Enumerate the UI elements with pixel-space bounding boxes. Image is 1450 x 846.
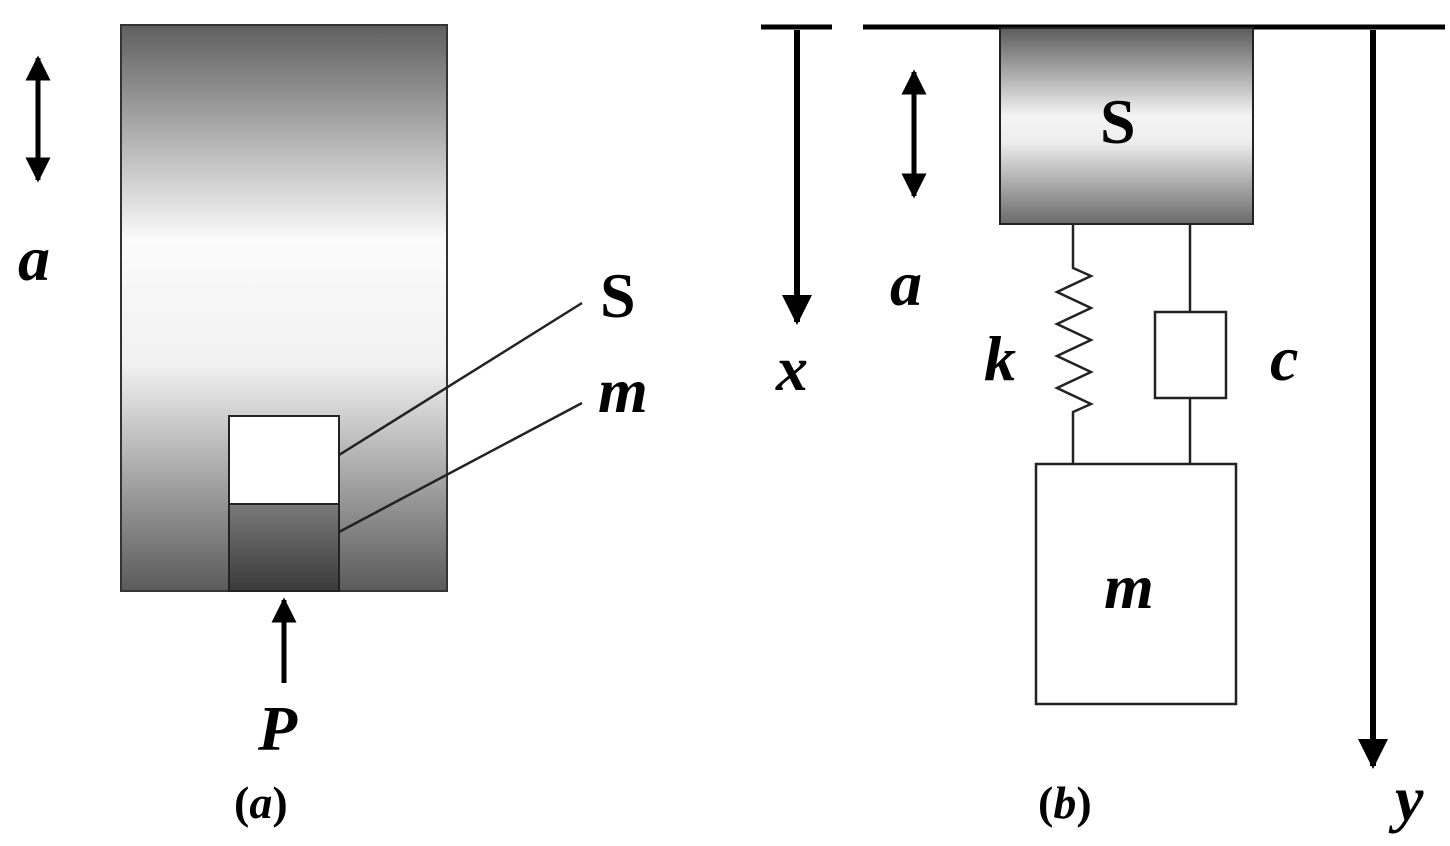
panel-a: a S m P (a) — [18, 24, 648, 828]
damper-label: c — [1270, 323, 1298, 394]
base-sensor-block — [999, 27, 1254, 225]
sensor-leader-line — [338, 301, 583, 457]
sensor-label-a: S — [600, 260, 636, 331]
mass-label-b: m — [1104, 551, 1154, 622]
acceleration-label-b: a — [890, 248, 922, 319]
caption-a: (a) — [234, 777, 288, 828]
x-axis-label: x — [775, 333, 808, 404]
mass-label-a: m — [598, 355, 648, 426]
force-label: P — [257, 693, 298, 764]
seismic-mass-a — [228, 503, 340, 592]
caption-b: (b) — [1038, 777, 1092, 828]
mass-leader-line — [338, 401, 583, 534]
damper-c — [1153, 310, 1228, 400]
sensor-element-a — [228, 415, 340, 505]
y-axis-label: y — [1388, 763, 1424, 834]
panel-b: x y S a k c m (b) — [761, 24, 1445, 834]
spring-label: k — [984, 323, 1016, 394]
spring-k — [1054, 224, 1095, 464]
sensor-label-b: S — [1100, 86, 1136, 157]
mass-block-b — [1034, 462, 1238, 706]
acceleration-label-a: a — [18, 223, 50, 294]
